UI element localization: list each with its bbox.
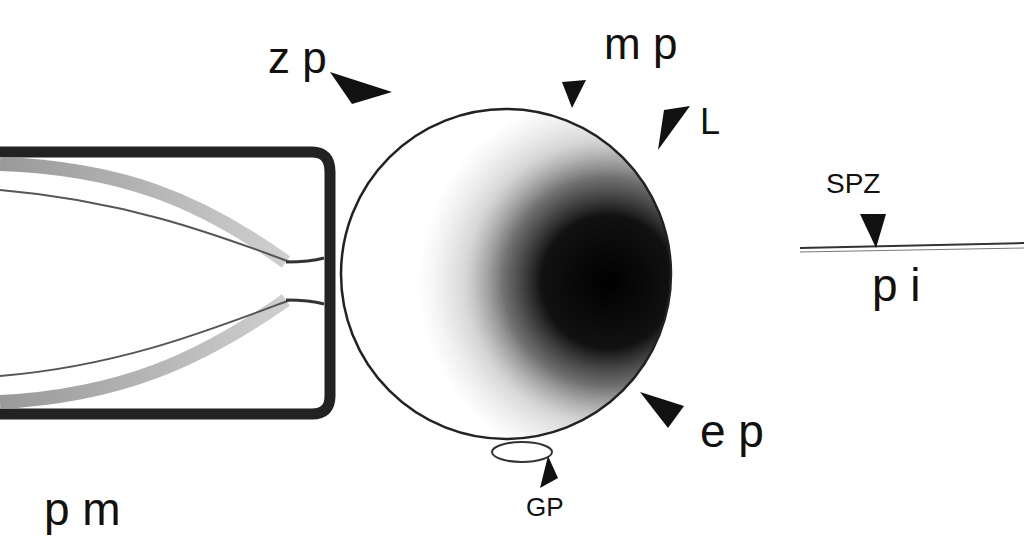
cytoplasm-dense-region [400,82,800,482]
holding-pipette-outline [0,152,330,414]
pointer-arrowhead [562,80,586,108]
part-label: p i [872,262,921,308]
pointer-arrowhead [860,214,886,248]
part-label: m p [604,22,677,66]
polar-body [492,442,552,462]
spermatozoon [800,243,1024,248]
pointer-arrowhead [658,106,690,150]
pipette-tip [286,258,324,304]
part-label: e p [700,408,764,454]
pipette-lumen-line [0,300,290,376]
part-label: L [700,104,720,140]
part-label: z p [268,36,327,80]
part-label: GP [526,494,564,520]
part-label: SPZ [826,170,880,198]
part-label: p m [44,486,121,532]
oocyte-cytoplasm [341,82,800,482]
pipette-lumen-line [0,190,290,262]
pointer-arrowhead [330,72,392,104]
pointer-arrowhead [540,456,558,488]
spermatozoon-edge [800,248,1024,252]
pointer-arrowhead [640,392,684,428]
oocyte-membrane [341,109,671,439]
